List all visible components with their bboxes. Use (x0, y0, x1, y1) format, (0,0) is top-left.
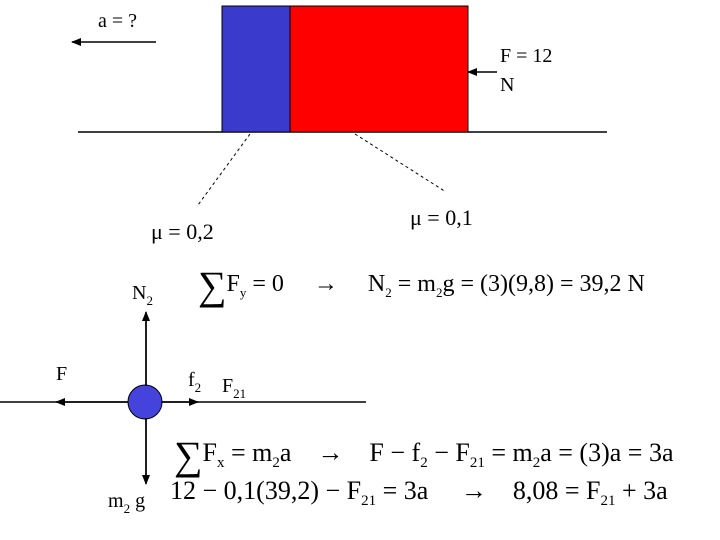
red-block (289, 5, 469, 133)
fbd-normal-label: N2 (132, 282, 153, 308)
acceleration-label: a = ? (98, 10, 138, 32)
equation-substitution: 12 − 0,1(39,2) − F21 = 3a → 8,08 = F21 +… (170, 476, 668, 509)
mu-red-leader (354, 133, 447, 193)
fbd-particle (127, 384, 163, 420)
fbd-applied-force-label: F (56, 363, 68, 385)
blue-block (221, 5, 291, 133)
force-unit-label: N (500, 74, 515, 96)
fbd-weight-label: m2 g (108, 490, 146, 516)
equation-sum-fy: ∑Fy = 0 → N2 = m2g = (3)(9,8) = 39,2 N (198, 263, 645, 308)
equation-sum-fx: ∑Fx = m2a → F − f2 − F21 = m2a = (3)a = … (174, 433, 674, 478)
force-label: F = 12 (500, 45, 553, 67)
mu-blue-label: μ = 0,2 (151, 219, 214, 244)
mu-red-label: μ = 0,1 (410, 205, 473, 230)
fbd-friction-label: f2 (188, 369, 202, 395)
fbd-contact-force-label: F21 (222, 375, 247, 401)
mu-blue-leader (197, 133, 251, 206)
